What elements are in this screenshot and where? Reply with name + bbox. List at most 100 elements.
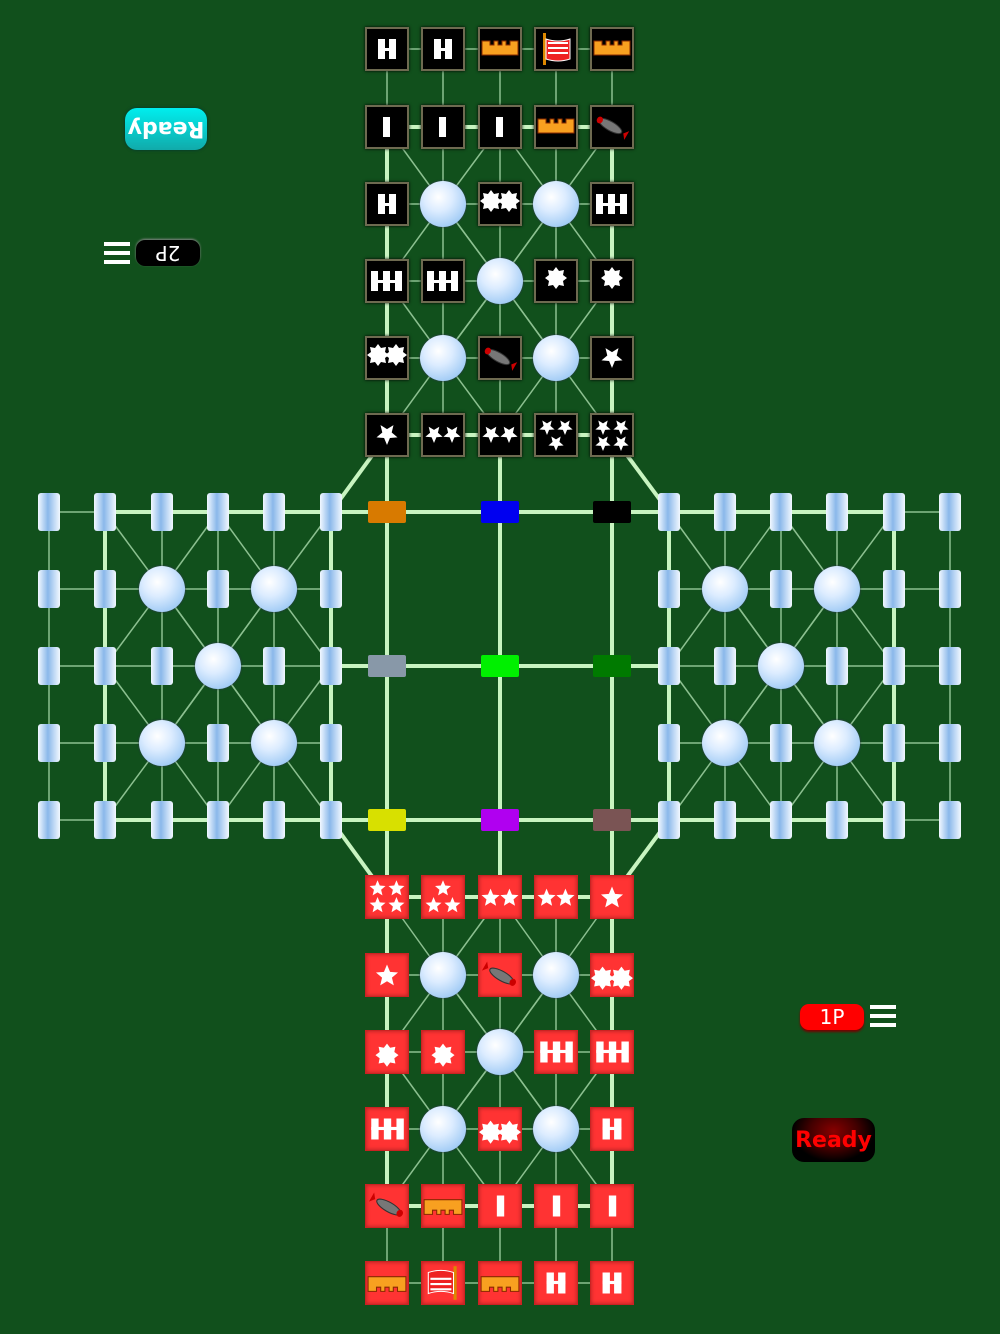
- camp-empty[interactable]: [814, 720, 860, 766]
- camp-empty[interactable]: [251, 720, 297, 766]
- bottom-hamburger-icon[interactable]: [870, 1005, 896, 1027]
- black-piece-1leaf-icon[interactable]: [590, 259, 634, 303]
- black-piece-3bar-icon[interactable]: [421, 259, 465, 303]
- black-piece-3star-icon[interactable]: [534, 413, 578, 457]
- camp-empty[interactable]: [533, 335, 579, 381]
- red-piece-3bar-icon[interactable]: [365, 1107, 409, 1151]
- empty-post[interactable]: [770, 724, 792, 762]
- red-piece-2bar-icon[interactable]: [534, 1261, 578, 1305]
- top-hamburger-icon[interactable]: [104, 242, 130, 264]
- black-piece-1star-icon[interactable]: [590, 336, 634, 380]
- empty-post[interactable]: [883, 801, 905, 839]
- black-piece-2bar-icon[interactable]: [421, 27, 465, 71]
- empty-post[interactable]: [94, 724, 116, 762]
- red-piece-1bar-icon[interactable]: [590, 1184, 634, 1228]
- empty-post[interactable]: [939, 570, 961, 608]
- red-piece-2leaf-icon[interactable]: [478, 1107, 522, 1151]
- empty-post[interactable]: [658, 724, 680, 762]
- camp-empty[interactable]: [139, 720, 185, 766]
- red-piece-mine-icon[interactable]: [365, 1261, 409, 1305]
- top-player-badge[interactable]: 2P: [136, 240, 200, 266]
- empty-post[interactable]: [151, 801, 173, 839]
- empty-post[interactable]: [714, 801, 736, 839]
- empty-post[interactable]: [883, 493, 905, 531]
- empty-post[interactable]: [207, 570, 229, 608]
- empty-post[interactable]: [38, 570, 60, 608]
- empty-post[interactable]: [38, 801, 60, 839]
- red-piece-flag-icon[interactable]: [421, 1261, 465, 1305]
- red-piece-2star-icon[interactable]: [478, 875, 522, 919]
- empty-post[interactable]: [883, 647, 905, 685]
- empty-post[interactable]: [939, 724, 961, 762]
- empty-post[interactable]: [320, 647, 342, 685]
- red-piece-mine-icon[interactable]: [421, 1184, 465, 1228]
- red-piece-1star-icon[interactable]: [365, 953, 409, 997]
- red-piece-1leaf-icon[interactable]: [421, 1030, 465, 1074]
- black-piece-1bar-icon[interactable]: [478, 105, 522, 149]
- black-piece-1bar-icon[interactable]: [365, 105, 409, 149]
- empty-post[interactable]: [38, 493, 60, 531]
- camp-empty[interactable]: [420, 335, 466, 381]
- empty-post[interactable]: [263, 647, 285, 685]
- empty-post[interactable]: [207, 801, 229, 839]
- red-piece-1star-icon[interactable]: [590, 875, 634, 919]
- black-piece-mine-icon[interactable]: [590, 27, 634, 71]
- red-piece-1bar-icon[interactable]: [478, 1184, 522, 1228]
- empty-post[interactable]: [826, 801, 848, 839]
- red-piece-2leaf-icon[interactable]: [590, 953, 634, 997]
- red-piece-2bar-icon[interactable]: [590, 1107, 634, 1151]
- black-piece-bomb-icon[interactable]: [478, 336, 522, 380]
- red-piece-4star-icon[interactable]: [365, 875, 409, 919]
- empty-post[interactable]: [320, 493, 342, 531]
- black-piece-2leaf-icon[interactable]: [365, 336, 409, 380]
- center-post-marker[interactable]: [368, 501, 406, 523]
- red-piece-2star-icon[interactable]: [534, 875, 578, 919]
- black-piece-2star-icon[interactable]: [421, 413, 465, 457]
- red-piece-mine-icon[interactable]: [478, 1261, 522, 1305]
- camp-empty[interactable]: [139, 566, 185, 612]
- empty-post[interactable]: [320, 570, 342, 608]
- empty-post[interactable]: [658, 570, 680, 608]
- red-piece-3bar-icon[interactable]: [534, 1030, 578, 1074]
- center-post-marker[interactable]: [593, 501, 631, 523]
- empty-post[interactable]: [94, 647, 116, 685]
- empty-post[interactable]: [320, 801, 342, 839]
- empty-post[interactable]: [658, 493, 680, 531]
- empty-post[interactable]: [658, 647, 680, 685]
- black-piece-1bar-icon[interactable]: [421, 105, 465, 149]
- empty-post[interactable]: [94, 493, 116, 531]
- camp-empty[interactable]: [702, 720, 748, 766]
- black-piece-1star-icon[interactable]: [365, 413, 409, 457]
- red-piece-2bar-icon[interactable]: [590, 1261, 634, 1305]
- black-piece-bomb-icon[interactable]: [590, 105, 634, 149]
- bottom-player-badge[interactable]: 1P: [800, 1004, 864, 1030]
- camp-empty[interactable]: [195, 643, 241, 689]
- black-piece-3bar-icon[interactable]: [365, 259, 409, 303]
- center-post-marker[interactable]: [593, 809, 631, 831]
- empty-post[interactable]: [770, 570, 792, 608]
- black-piece-mine-icon[interactable]: [478, 27, 522, 71]
- empty-post[interactable]: [939, 801, 961, 839]
- red-piece-1leaf-icon[interactable]: [365, 1030, 409, 1074]
- empty-post[interactable]: [883, 570, 905, 608]
- empty-post[interactable]: [320, 724, 342, 762]
- empty-post[interactable]: [94, 801, 116, 839]
- camp-empty[interactable]: [758, 643, 804, 689]
- empty-post[interactable]: [263, 801, 285, 839]
- black-piece-flag-icon[interactable]: [534, 27, 578, 71]
- empty-post[interactable]: [207, 493, 229, 531]
- black-piece-mine-icon[interactable]: [534, 105, 578, 149]
- empty-post[interactable]: [151, 493, 173, 531]
- empty-post[interactable]: [38, 647, 60, 685]
- camp-empty[interactable]: [420, 952, 466, 998]
- top-ready-button[interactable]: Ready: [125, 108, 207, 150]
- empty-post[interactable]: [38, 724, 60, 762]
- empty-post[interactable]: [94, 570, 116, 608]
- bottom-ready-button[interactable]: Ready: [792, 1118, 875, 1162]
- black-piece-2bar-icon[interactable]: [365, 182, 409, 226]
- center-post-marker[interactable]: [368, 809, 406, 831]
- camp-empty[interactable]: [533, 1106, 579, 1152]
- red-piece-3star-icon[interactable]: [421, 875, 465, 919]
- black-piece-3bar-icon[interactable]: [590, 182, 634, 226]
- red-piece-1bar-icon[interactable]: [534, 1184, 578, 1228]
